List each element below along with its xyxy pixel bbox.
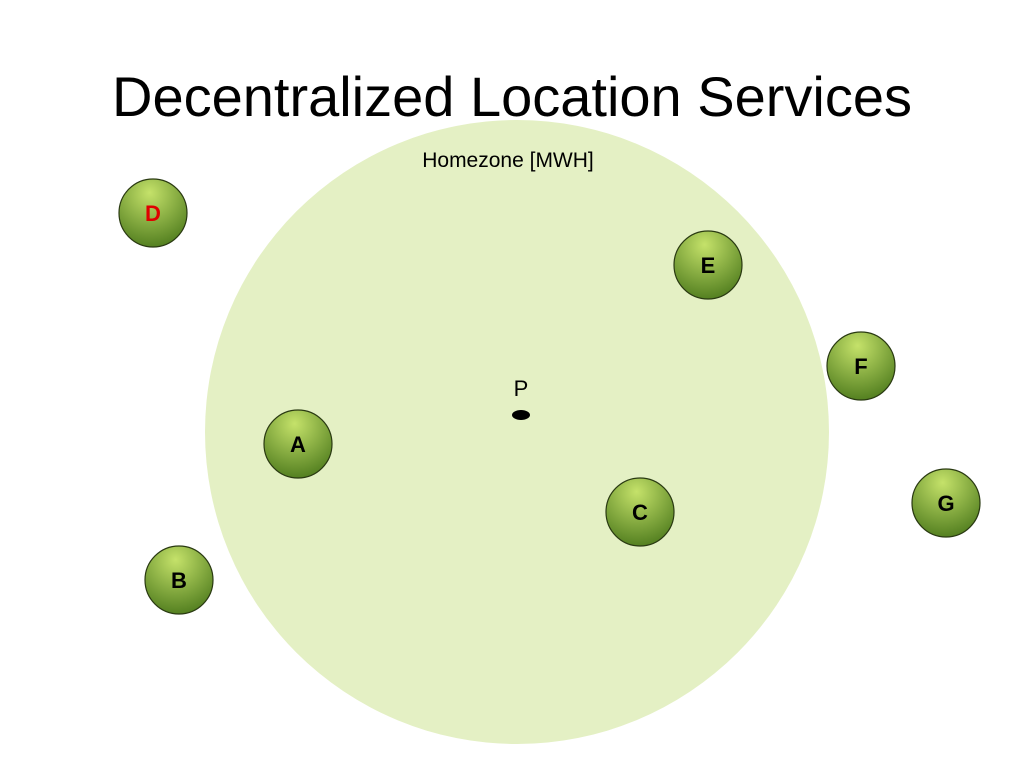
node-f-label: F xyxy=(854,354,867,379)
node-e-circle xyxy=(673,230,743,300)
node-e: E xyxy=(673,230,743,300)
node-b-label: B xyxy=(171,568,187,593)
homezone-label: Homezone [MWH] xyxy=(422,149,594,172)
homezone-circle xyxy=(205,120,829,744)
node-f-circle xyxy=(826,331,896,401)
node-b-circle xyxy=(144,545,214,615)
node-d: D xyxy=(118,178,188,248)
node-c: C xyxy=(605,477,675,547)
node-c-circle xyxy=(605,477,675,547)
nodes-layer: D E F A C G B xyxy=(118,178,981,615)
node-e-label: E xyxy=(701,253,716,278)
node-d-circle xyxy=(118,178,188,248)
node-b: B xyxy=(144,545,214,615)
node-f: F xyxy=(826,331,896,401)
node-a-label: A xyxy=(290,432,306,457)
node-c-label: C xyxy=(632,500,648,525)
node-g: G xyxy=(911,468,981,538)
node-a: A xyxy=(263,409,333,479)
slide-title: Decentralized Location Services xyxy=(112,65,912,128)
node-g-circle xyxy=(911,468,981,538)
node-g-label: G xyxy=(937,491,954,516)
node-a-circle xyxy=(263,409,333,479)
point-marker xyxy=(512,410,530,420)
node-d-label: D xyxy=(145,201,161,226)
point-label: P xyxy=(514,376,529,401)
